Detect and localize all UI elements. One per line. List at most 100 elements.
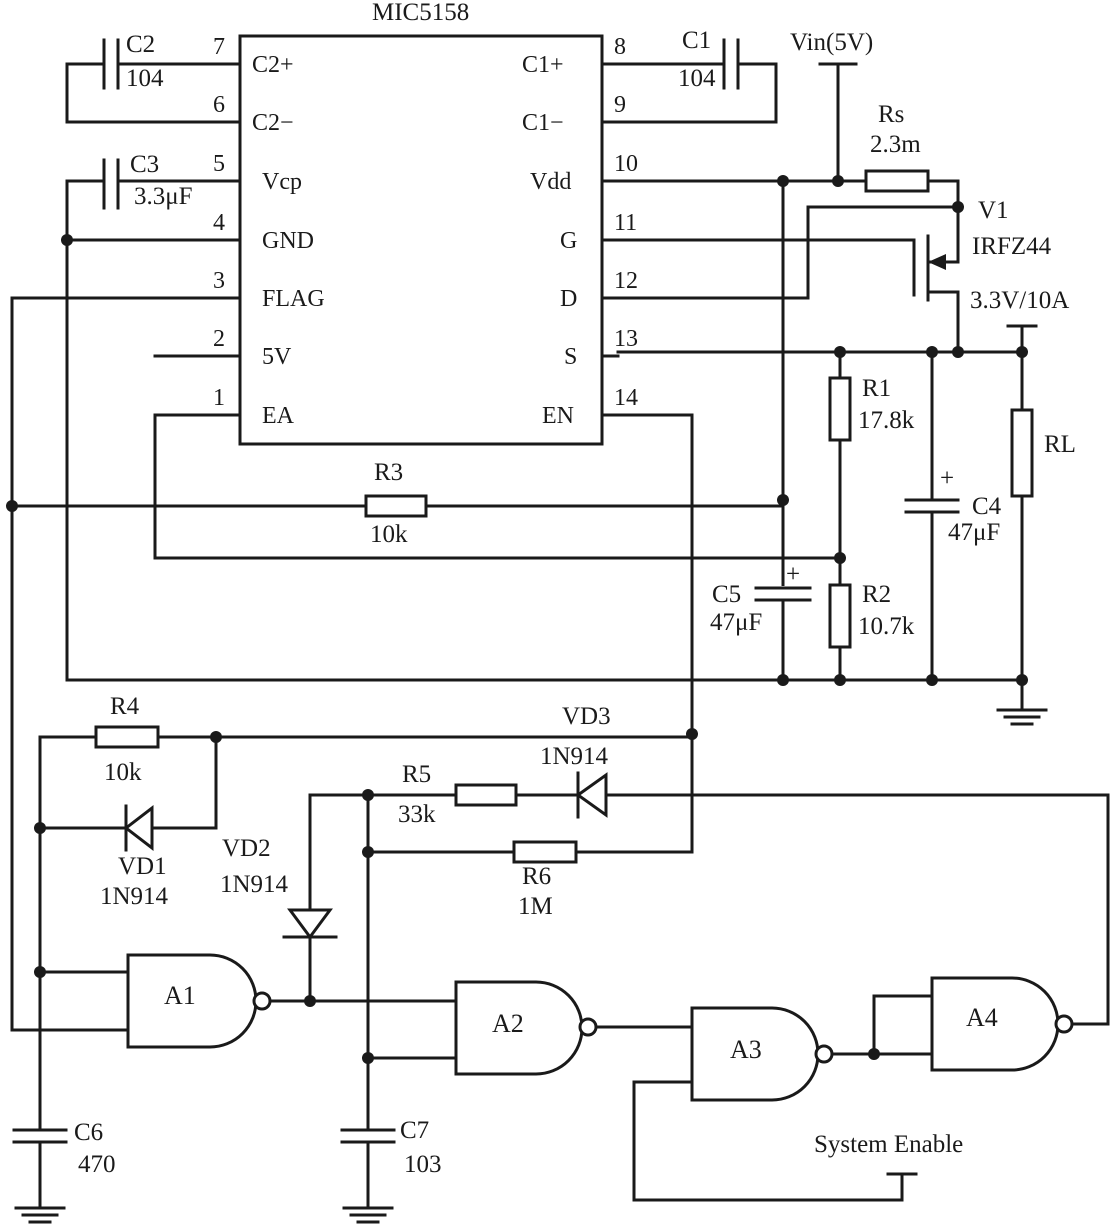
rs-name: Rs xyxy=(878,101,904,128)
ic-mic5158: MIC5158 7 6 5 4 3 2 1 C2+ C2− Vcp GND FL… xyxy=(153,0,638,446)
pin-num-1: 1 xyxy=(213,385,225,411)
ea-feedback-wire xyxy=(153,413,842,560)
resistor-r5: R5 33k xyxy=(398,761,580,828)
resistor-r4: R4 10k xyxy=(38,693,694,786)
pin-num-4: 4 xyxy=(213,210,225,236)
pin-label-c2n: C2− xyxy=(252,110,294,136)
resistor-r1: R1 17.8k xyxy=(828,350,915,587)
r2-name: R2 xyxy=(862,581,891,608)
diode-vd2: VD2 1N914 xyxy=(220,789,458,1003)
pin-num-3: 3 xyxy=(213,268,225,294)
pin-label-vdd: Vdd xyxy=(530,169,571,195)
diode-vd1: VD1 1N914 xyxy=(34,735,218,910)
r6-value: 1M xyxy=(518,893,553,920)
r5-name: R5 xyxy=(402,761,431,788)
resistor-r3: R3 10k xyxy=(6,296,785,1032)
capacitor-c2: C2 104 xyxy=(65,31,227,124)
pin-num-11: 11 xyxy=(614,210,637,236)
pin-label-ea: EA xyxy=(262,403,295,429)
pin-num-8: 8 xyxy=(614,34,626,60)
r3-name: R3 xyxy=(374,459,403,486)
c4-polarity: + xyxy=(940,465,954,492)
r2-value: 10.7k xyxy=(858,613,915,640)
vd2-part: 1N914 xyxy=(220,871,289,898)
output-net: 3.3V/10A xyxy=(616,287,1069,412)
c5-polarity: + xyxy=(786,561,800,588)
gate-a1-label: A1 xyxy=(164,981,196,1010)
r4-name: R4 xyxy=(110,693,140,720)
system-enable-label: System Enable xyxy=(814,1131,963,1158)
gate-a4-label: A4 xyxy=(966,1003,998,1032)
c2-value: 104 xyxy=(126,65,164,92)
pin-num-2: 2 xyxy=(213,326,225,352)
pin-num-5: 5 xyxy=(213,151,225,177)
c4-name: C4 xyxy=(972,493,1002,520)
capacitor-c6: C6 470 xyxy=(12,735,116,1224)
diode-vd3: VD3 1N914 xyxy=(540,703,1110,1026)
capacitor-c1: C1 104 xyxy=(616,27,778,124)
pin-label-5v: 5V xyxy=(262,344,292,370)
r3-value: 10k xyxy=(370,521,408,548)
r1-value: 17.8k xyxy=(858,407,915,434)
c2-name: C2 xyxy=(126,31,155,58)
pin-label-flag: FLAG xyxy=(262,286,325,312)
pin-label-c2p: C2+ xyxy=(252,52,294,78)
pin-num-10: 10 xyxy=(614,151,638,177)
capacitor-c5: + C5 47μF xyxy=(710,561,812,636)
v1-name: V1 xyxy=(978,197,1009,224)
c6-name: C6 xyxy=(74,1119,103,1146)
pin-num-9: 9 xyxy=(614,92,626,118)
pin-label-d: D xyxy=(560,286,577,312)
pin-label-s: S xyxy=(564,344,577,370)
nand-gate-a2: A2 xyxy=(366,980,694,1076)
pin-num-6: 6 xyxy=(213,92,225,118)
v1-part: IRFZ44 xyxy=(972,233,1052,260)
pin-num-14: 14 xyxy=(614,385,638,411)
nand-gate-a3: A3 System Enable xyxy=(632,1006,963,1202)
resistor-rl: RL xyxy=(1010,408,1076,682)
pin-label-g: G xyxy=(560,228,577,254)
vd3-name: VD3 xyxy=(562,703,611,730)
capacitor-c4: + C4 47μF xyxy=(904,350,1002,682)
c7-value: 103 xyxy=(404,1151,442,1178)
r4-value: 10k xyxy=(104,759,142,786)
ground-bus xyxy=(61,179,1048,726)
mosfet-v1: V1 IRFZ44 xyxy=(616,197,1052,354)
pin-num-12: 12 xyxy=(614,268,638,294)
c1-name: C1 xyxy=(682,27,711,54)
c5-value: 47μF xyxy=(710,609,762,636)
nand-gate-a4: A4 xyxy=(872,976,1110,1072)
gate-a3-label: A3 xyxy=(730,1035,762,1064)
nand-gate-a1: A1 xyxy=(10,953,458,1049)
vd1-part: 1N914 xyxy=(100,883,169,910)
c3-value: 3.3μF xyxy=(134,183,193,210)
pin-label-en: EN xyxy=(542,403,574,429)
c6-value: 470 xyxy=(78,1151,116,1178)
capacitor-c3: C3 3.3μF xyxy=(65,151,227,210)
capacitor-c7: C7 103 xyxy=(340,1052,442,1224)
vin-supply: Vin(5V) xyxy=(790,29,873,187)
pin-label-c1p: C1+ xyxy=(522,52,564,78)
resistor-rs: Rs 2.3m xyxy=(864,101,964,264)
gate-a2-label: A2 xyxy=(492,1009,524,1038)
resistor-r6: R6 1M xyxy=(362,793,694,1132)
en-net xyxy=(616,413,698,854)
vin-label: Vin(5V) xyxy=(790,29,873,56)
vd1-name: VD1 xyxy=(118,853,167,880)
pin-num-7: 7 xyxy=(213,34,225,60)
pin-num-13: 13 xyxy=(614,326,638,352)
pin-label-vcp: Vcp xyxy=(262,169,302,195)
output-label: 3.3V/10A xyxy=(970,287,1069,314)
ic-name: MIC5158 xyxy=(372,0,469,26)
r6-name: R6 xyxy=(522,863,551,890)
vd3-part: 1N914 xyxy=(540,743,609,770)
c1-value: 104 xyxy=(678,65,716,92)
r5-value: 33k xyxy=(398,801,436,828)
resistor-r2: R2 10.7k xyxy=(828,552,915,682)
vd2-name: VD2 xyxy=(222,835,271,862)
rs-value: 2.3m xyxy=(870,131,921,158)
r1-name: R1 xyxy=(862,375,891,402)
c4-value: 47μF xyxy=(948,519,1000,546)
pin-label-c1n: C1− xyxy=(522,110,564,136)
